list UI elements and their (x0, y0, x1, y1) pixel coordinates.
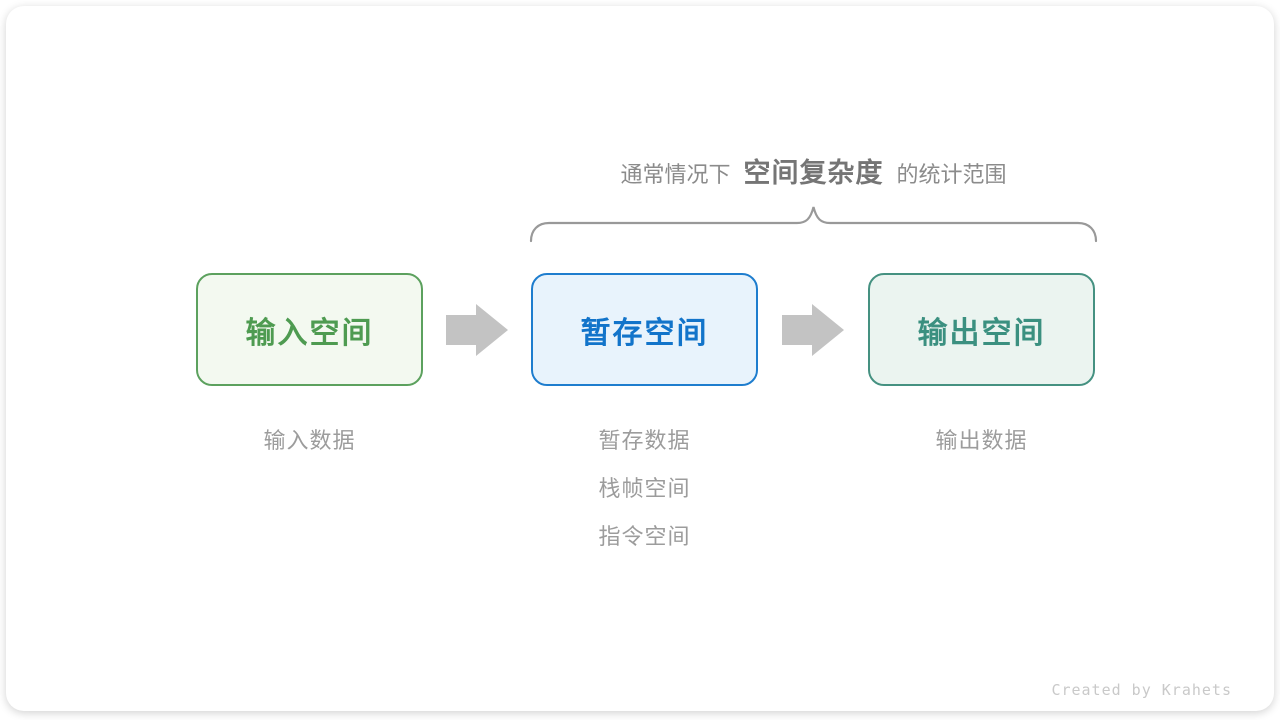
canvas-card: 通常情况下 空间复杂度 的统计范围 输入空间 暂存空间 输出空间 输入数据 (6, 6, 1274, 711)
annotation-prefix: 通常情况下 (620, 163, 731, 188)
notes-temp-space: 暂存数据 栈帧空间 指令空间 (531, 418, 758, 562)
credit-text: Created by Krahets (1051, 681, 1232, 699)
box-input-space: 输入空间 (196, 273, 423, 386)
box-temp-space: 暂存空间 (531, 273, 758, 386)
note-item: 指令空间 (598, 525, 691, 550)
notes-input-space: 输入数据 (196, 418, 423, 466)
scope-brace (529, 206, 1098, 243)
note-item: 暂存数据 (598, 429, 691, 454)
annotation-suffix: 的统计范围 (896, 163, 1007, 188)
note-item: 输入数据 (263, 429, 356, 454)
box-input-space-label: 输入空间 (245, 315, 374, 351)
diagram-stage: 通常情况下 空间复杂度 的统计范围 输入空间 暂存空间 输出空间 输入数据 (6, 6, 1274, 711)
box-temp-space-label: 暂存空间 (580, 315, 709, 351)
box-output-space: 输出空间 (868, 273, 1095, 386)
flow-arrow-icon (782, 304, 844, 356)
note-item: 栈帧空间 (598, 477, 691, 502)
notes-output-space: 输出数据 (868, 418, 1095, 466)
note-item: 输出数据 (935, 429, 1028, 454)
annotation-title: 通常情况下 空间复杂度 的统计范围 (529, 151, 1098, 191)
flow-arrow-icon (446, 304, 508, 356)
box-output-space-label: 输出空间 (917, 315, 1046, 351)
annotation-highlight-term: 空间复杂度 (743, 158, 884, 189)
